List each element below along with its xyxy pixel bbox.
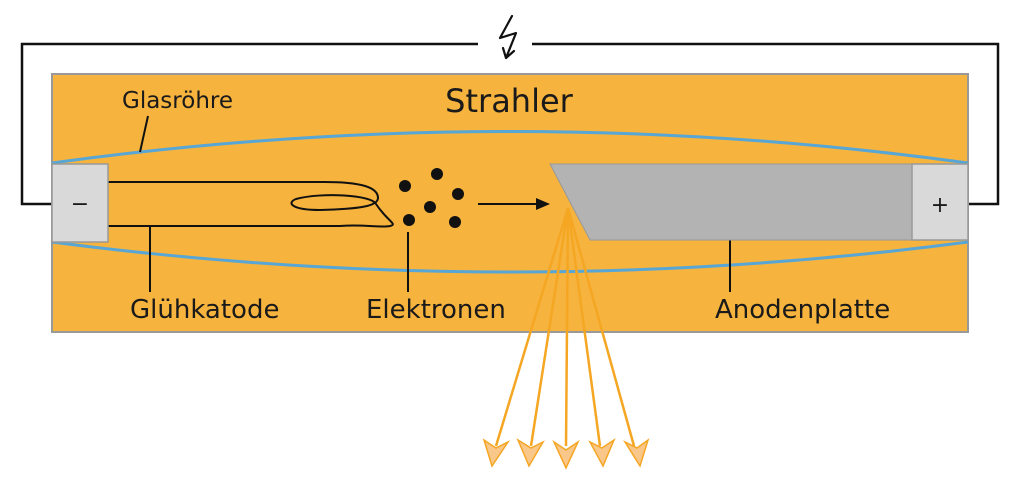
x-ray [566, 207, 636, 447]
lightning-bolt-icon [498, 14, 518, 60]
x-ray-arrowheads [482, 437, 650, 470]
x-ray-arrowhead [516, 438, 545, 468]
cathode-filament [108, 181, 394, 228]
x-ray [494, 207, 570, 447]
x-ray-beams [494, 207, 636, 447]
anode-terminal [911, 163, 969, 241]
electron [424, 201, 436, 213]
x-ray-arrowhead [588, 437, 616, 468]
x-ray-arrowhead [622, 438, 650, 468]
electron [431, 168, 443, 180]
x-ray-arrowhead [482, 438, 511, 468]
electron [449, 216, 461, 228]
x-ray-arrowhead [552, 439, 580, 470]
electrons-label: Elektronen [366, 295, 506, 325]
circuit-wire [20, 42, 1000, 206]
x-ray [566, 207, 602, 447]
negative-terminal-sign: − [71, 192, 89, 217]
glass-tube-label: Glasröhre [122, 88, 233, 114]
x-ray [564, 207, 570, 447]
arrow-head [536, 198, 550, 210]
cathode-terminal [51, 163, 109, 243]
glass-tube-leader [139, 115, 149, 153]
glass-tube [51, 130, 969, 165]
x-ray [529, 207, 570, 447]
diagram-title: Strahler [445, 82, 573, 120]
electron-group [399, 168, 464, 228]
positive-terminal-sign: + [931, 193, 949, 218]
electron [452, 188, 464, 200]
anode-plate [549, 163, 913, 241]
glass-tube-lower [51, 240, 969, 274]
anode-label: Anodenplatte [715, 295, 890, 325]
cathode-label: Glühkatode [130, 295, 279, 325]
electron [403, 214, 415, 226]
electron [399, 180, 411, 192]
